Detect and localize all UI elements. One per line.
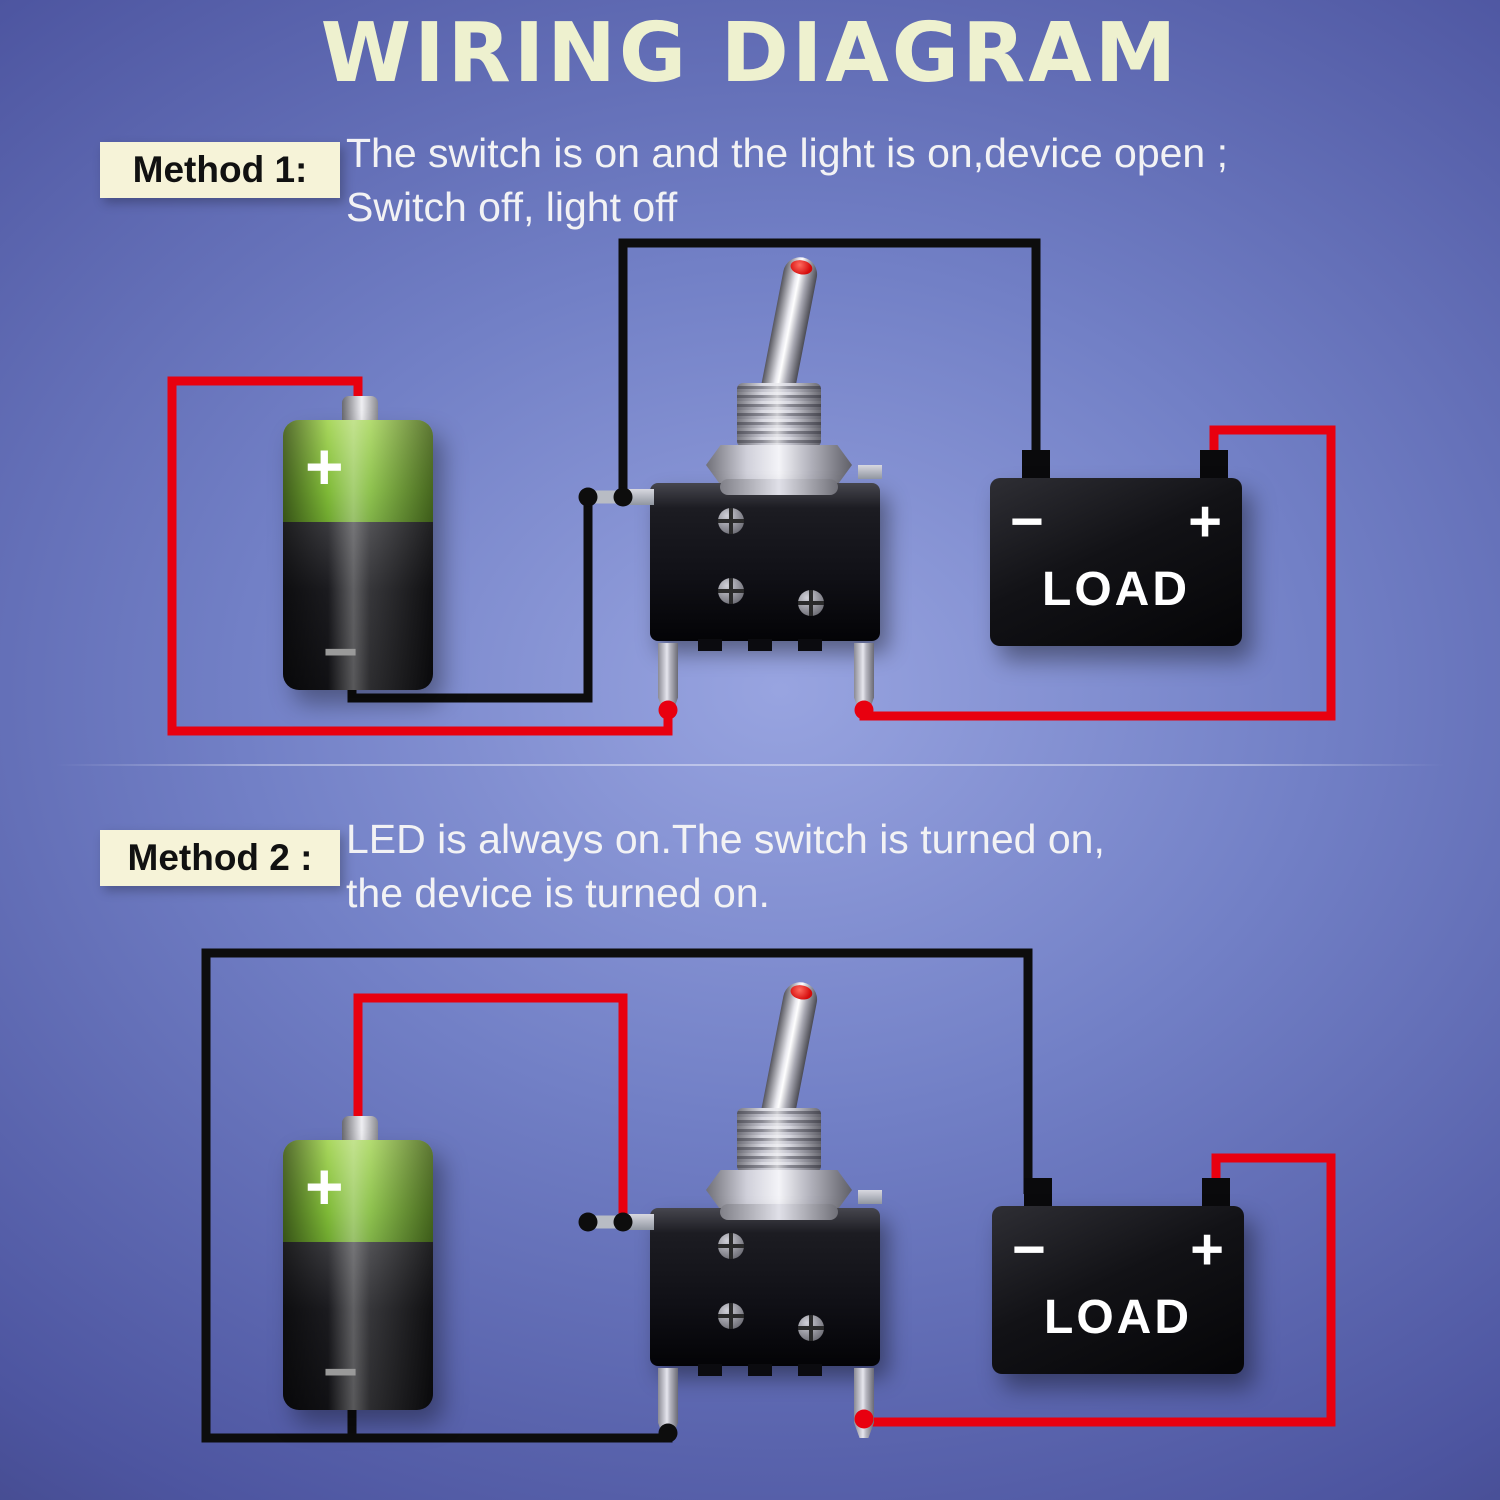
switch-bottom-notch: [748, 1364, 772, 1376]
load-m1: − + LOAD: [990, 450, 1242, 646]
method1-description-line2: Switch off, light off: [346, 184, 678, 230]
screw-icon: [718, 508, 744, 534]
battery-minus-symbol-m2: −: [323, 1338, 359, 1405]
switch-bushing-m1: [737, 383, 821, 447]
switch-bottom-notch: [798, 639, 822, 651]
method1-description: The switch is on and the light is on,dev…: [346, 126, 1228, 234]
battery-m1: + −: [283, 396, 433, 690]
screw-icon: [718, 1303, 744, 1329]
switch-bottom-notch: [798, 1364, 822, 1376]
battery-minus-symbol-m1: −: [323, 618, 359, 685]
method2-description: LED is always on.The switch is turned on…: [346, 812, 1105, 920]
switch-side-tab-right-m1: [858, 465, 882, 479]
load-plus-symbol-m1: +: [1188, 489, 1222, 554]
battery-plus-symbol-m1: +: [305, 429, 344, 503]
junction-dot: [613, 1212, 633, 1232]
load-label-m2: LOAD: [1044, 1291, 1192, 1344]
toggle-switch-m1: [620, 254, 890, 717]
toggle-switch-m2: [620, 979, 890, 1442]
switch-hex-nut-m2: [706, 1170, 852, 1210]
switch-bottom-notch: [698, 1364, 722, 1376]
wire-red-battery-positive-m1: [167, 376, 673, 736]
screw-icon: [798, 1315, 824, 1341]
method1-label-text: Method 1:: [132, 149, 308, 190]
switch-side-tab-right-m2: [858, 1190, 882, 1204]
method2-label-text: Method 2 :: [127, 837, 313, 878]
wire-black-switch-to-load-m1: [618, 238, 1041, 497]
load-plus-symbol-m2: +: [1190, 1217, 1224, 1282]
battery-plus-symbol-m2: +: [305, 1149, 344, 1223]
wire-red-battery-to-led-m2: [353, 993, 628, 1222]
switch-side-tab-left-m1: [626, 489, 654, 505]
method1-label: Method 1:: [100, 142, 340, 198]
switch-bottom-notch: [698, 639, 722, 651]
battery-gloss-m1: [283, 420, 433, 690]
switch-body-m2: [650, 1208, 880, 1366]
switch-washer-m1: [720, 479, 838, 495]
method1-description-line1: The switch is on and the light is on,dev…: [346, 130, 1229, 176]
pin-connection-dot: [854, 1409, 874, 1429]
pin-connection-dot: [854, 700, 874, 720]
junction-dot: [578, 1212, 598, 1232]
method2-description-line2: the device is turned on.: [346, 870, 770, 916]
load-label-m1: LOAD: [1042, 563, 1190, 616]
switch-pin-right-m1: [854, 643, 874, 713]
load-minus-symbol-m1: −: [1010, 489, 1044, 554]
screw-icon: [718, 578, 744, 604]
battery-m2: + −: [283, 1116, 433, 1410]
load-body-m1: − + LOAD: [990, 478, 1242, 646]
battery-body-m1: + −: [283, 420, 433, 690]
load-m2: − + LOAD: [992, 1178, 1244, 1374]
pin-connection-dot: [658, 700, 678, 720]
method2-description-line1: LED is always on.The switch is turned on…: [346, 816, 1105, 862]
wire-black-battery-negative-m1: [347, 497, 593, 703]
switch-bottom-notch: [748, 639, 772, 651]
switch-body-m1: [650, 483, 880, 641]
switch-hex-nut-m1: [706, 445, 852, 485]
section-divider: [55, 764, 1445, 766]
battery-body-m2: + −: [283, 1140, 433, 1410]
switch-pin-left-m2: [658, 1368, 678, 1438]
screw-icon: [798, 590, 824, 616]
pin-connection-dot: [658, 1423, 678, 1443]
load-body-m2: − + LOAD: [992, 1206, 1244, 1374]
switch-pin-left-m1: [658, 643, 678, 713]
method2-label: Method 2 :: [100, 830, 340, 886]
switch-side-tab-left-m2: [626, 1214, 654, 1230]
battery-gloss-m2: [283, 1140, 433, 1410]
junction-dot: [613, 487, 633, 507]
page-title: WIRING DIAGRAM: [320, 6, 1180, 101]
screw-icon: [718, 1233, 744, 1259]
junction-dot: [578, 487, 598, 507]
switch-washer-m2: [720, 1204, 838, 1220]
switch-bushing-m2: [737, 1108, 821, 1172]
load-minus-symbol-m2: −: [1012, 1217, 1046, 1282]
